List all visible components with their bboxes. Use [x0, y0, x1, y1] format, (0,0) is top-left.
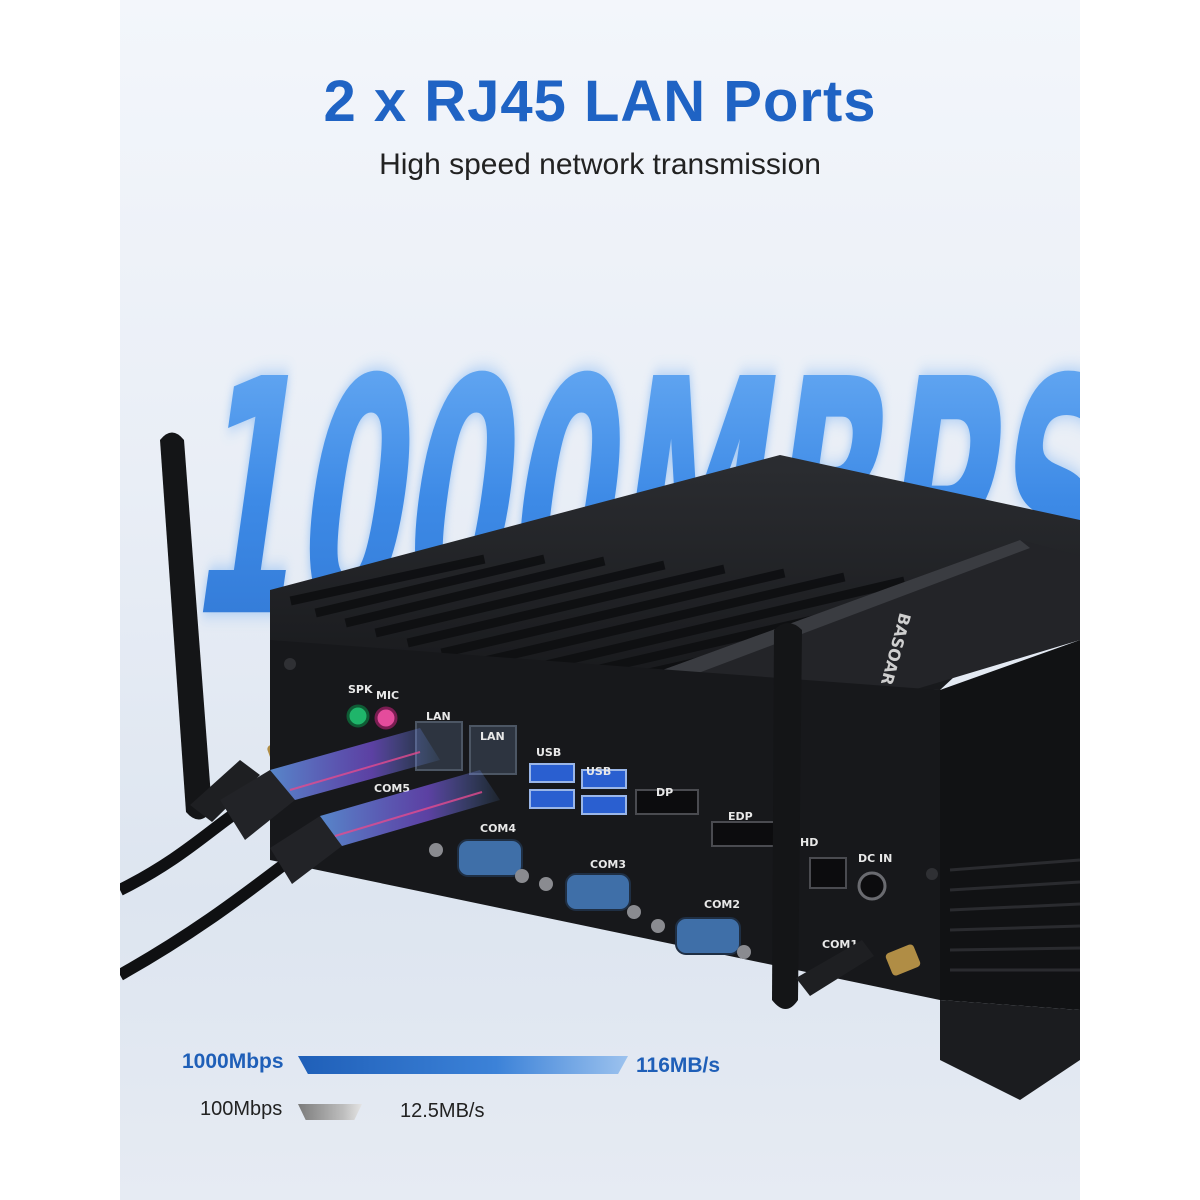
usb-port-4	[581, 795, 627, 815]
page-subtitle: High speed network transmission	[379, 148, 821, 181]
label-mic: MIC	[376, 689, 399, 702]
label-usb-2: USB	[586, 765, 611, 778]
speed-bar-1000	[298, 1056, 628, 1074]
usb-port-3	[581, 769, 627, 789]
product-illustration: 1000MBPS 1000MBPS	[120, 312, 1080, 1100]
hdmi-port	[809, 857, 847, 889]
label-lan-2: LAN	[480, 730, 505, 743]
speed-label-1000: 1000Mbps	[182, 1050, 284, 1073]
speed-value-116: 116MB/s	[636, 1054, 721, 1077]
page-title: 2 x RJ45 LAN Ports	[323, 69, 877, 134]
lan-port-2	[469, 725, 517, 775]
lan-cables	[120, 728, 500, 981]
label-com3: COM3	[590, 858, 626, 871]
dc-in-port	[857, 871, 887, 901]
label-com2: COM2	[704, 898, 740, 911]
product-banner: 2 x RJ45 LAN Ports High speed network tr…	[120, 0, 1080, 1200]
label-dp: DP	[656, 786, 673, 799]
label-hd: HD	[800, 836, 818, 849]
label-com5: COM5	[374, 782, 410, 795]
label-spk: SPK	[348, 683, 373, 696]
mounting-plate	[940, 1000, 1080, 1100]
edp-port	[711, 821, 775, 847]
usb-port-2	[529, 789, 575, 809]
dp-port	[635, 789, 699, 815]
speed-label-100: 100Mbps	[200, 1098, 283, 1120]
speaker-jack-icon	[346, 704, 370, 728]
com2-port	[675, 917, 741, 955]
com4-port	[457, 839, 523, 877]
label-dc-in: DC IN	[858, 852, 892, 865]
label-usb-1: USB	[536, 746, 561, 759]
label-com4: COM4	[480, 822, 516, 835]
label-edp: EDP	[728, 810, 753, 823]
usb-port-1	[529, 763, 575, 783]
label-lan-1: LAN	[426, 710, 451, 723]
speed-value-12-5: 12.5MB/s	[400, 1100, 485, 1122]
speed-bar-100	[298, 1104, 362, 1120]
com3-port	[565, 873, 631, 911]
mic-jack-icon	[374, 706, 398, 730]
antenna-right	[772, 623, 921, 1009]
